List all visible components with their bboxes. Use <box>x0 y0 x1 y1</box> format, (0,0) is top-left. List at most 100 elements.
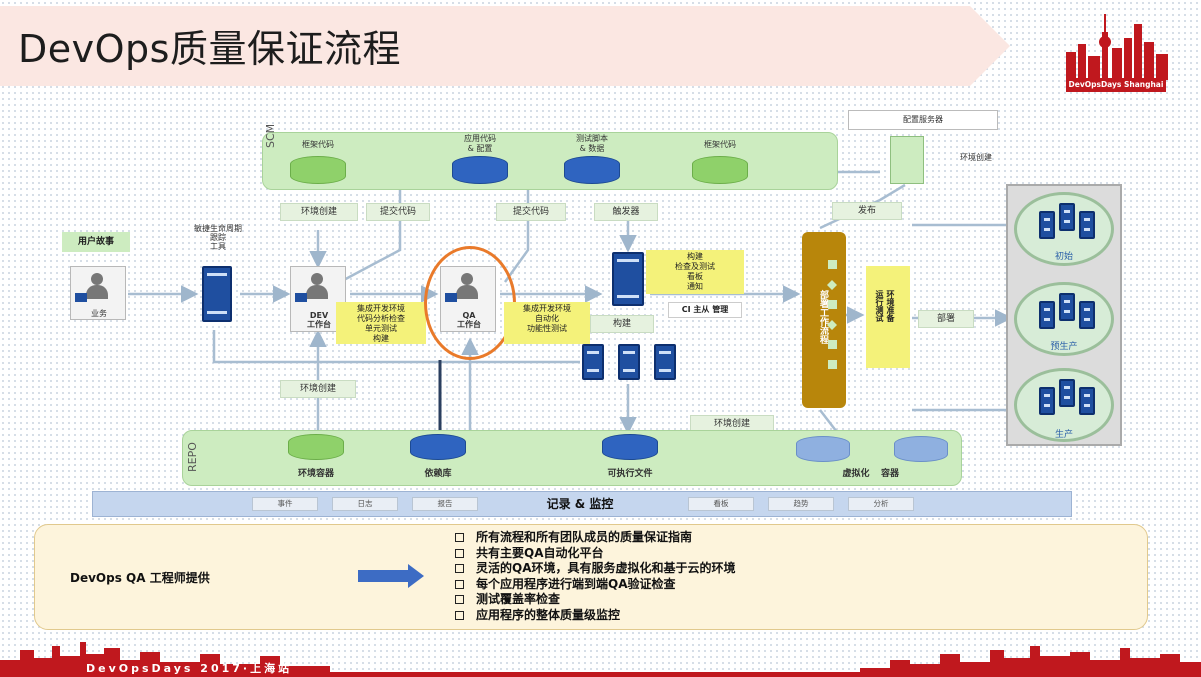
person-body-icon <box>306 285 328 299</box>
dev-tasks-note: 集成开发环境 代码分析检查 单元测试 构建 <box>336 302 426 344</box>
repo-env-container-db-icon <box>288 434 344 460</box>
config-server-label: 配置服务器 <box>848 110 998 130</box>
summary-bullets: 所有流程和所有团队成员的质量保证指南 共有主要QA自动化平台 灵活的QA环境，具… <box>455 530 736 623</box>
scm-item-label: 框架代码 <box>704 140 736 149</box>
trigger-label: 触发器 <box>594 203 658 221</box>
build-tasks-note: 构建 检查及测试 看板 通知 <box>646 250 744 294</box>
repo-item-label: 可执行文件 <box>607 469 653 479</box>
deploy-label: 部署 <box>918 310 974 328</box>
person-icon <box>91 273 103 285</box>
repo-dependency-db-icon <box>410 434 466 460</box>
monitor-icon <box>295 293 307 302</box>
summary-bullet: 测试覆盖率检查 <box>455 592 736 608</box>
checkbox-bullet-icon <box>455 564 464 573</box>
qa-tasks-note: 集成开发环境 自动化 功能性测试 <box>504 302 590 344</box>
build-agent-server-icon <box>618 344 640 380</box>
server-icon <box>1059 293 1075 321</box>
qa-highlight-circle <box>424 246 516 360</box>
shanghai-skyline-logo <box>1066 14 1168 80</box>
scm-framework-db-icon <box>692 156 748 184</box>
env-create-label: 环境创建 <box>280 380 356 398</box>
server-icon <box>1039 387 1055 415</box>
scm-item-label: 框架代码 <box>302 140 334 149</box>
server-icon <box>1079 211 1095 239</box>
logo-caption: DevOpsDays Shanghai <box>1066 78 1166 92</box>
server-icon <box>1039 211 1055 239</box>
repo-container-db-icon <box>894 436 948 462</box>
build-label: 构建 <box>590 315 654 333</box>
scm-test-script-db-icon <box>564 156 620 184</box>
user-story-label: 用户故事 <box>62 232 130 252</box>
page-title: DevOps质量保证流程 <box>18 27 401 71</box>
repo-label: REPO <box>186 442 199 472</box>
server-icon <box>1039 301 1055 329</box>
monitor-icon <box>75 293 87 302</box>
log-tag: 趋势 <box>768 497 834 511</box>
commit-code-label: 提交代码 <box>496 203 566 221</box>
log-tag: 日志 <box>332 497 398 511</box>
deploy-workflow-box <box>802 232 846 408</box>
server-icon <box>1059 379 1075 407</box>
summary-panel <box>34 524 1148 630</box>
person-icon <box>311 273 323 285</box>
server-icon <box>1079 387 1095 415</box>
log-tag: 报告 <box>412 497 478 511</box>
scm-app-code-db-icon <box>452 156 508 184</box>
build-agent-server-icon <box>582 344 604 380</box>
scm-panel <box>262 132 838 190</box>
env-prep-label: 环境准备 运行测试 <box>875 290 895 322</box>
env-name: 生产 <box>1054 430 1073 440</box>
env-initial: 初始 <box>1014 192 1114 266</box>
log-tag: 分析 <box>848 497 914 511</box>
logging-title: 记录 & 监控 <box>546 497 614 511</box>
summary-bullet: 灵活的QA环境，具有服务虚拟化和基于云的环境 <box>455 561 736 577</box>
summary-bullet: 应用程序的整体质量级监控 <box>455 608 736 624</box>
checkbox-bullet-icon <box>455 579 464 589</box>
scm-framework-db-icon <box>290 156 346 184</box>
agile-server-icon <box>202 266 232 322</box>
summary-provider: DevOps QA 工程师提供 <box>70 571 210 585</box>
workflow-steps-icon <box>827 260 837 369</box>
env-production: 生产 <box>1014 368 1114 442</box>
deploy-workflow-label: 部署工作流程 <box>818 290 828 344</box>
repo-item-label: 虚拟化 <box>842 469 870 479</box>
env-prep-box <box>866 266 910 368</box>
log-tag: 事件 <box>252 497 318 511</box>
business-label: 业务 <box>91 309 107 318</box>
repo-item-label: 依赖库 <box>424 469 452 479</box>
scm-label: SCM <box>264 123 277 148</box>
title-band <box>0 6 1010 86</box>
footer-skyline <box>0 642 1201 677</box>
checkbox-bullet-icon <box>455 533 464 542</box>
server-icon <box>1079 301 1095 329</box>
summary-bullet: 所有流程和所有团队成员的质量保证指南 <box>455 530 736 546</box>
checkbox-bullet-icon <box>455 610 464 620</box>
repo-executable-db-icon <box>602 434 658 460</box>
repo-item-label: 环境容器 <box>297 469 334 479</box>
person-body-icon <box>86 285 108 299</box>
scm-item-label: 应用代码 & 配置 <box>464 134 496 153</box>
log-tag: 看板 <box>688 497 754 511</box>
build-agent-server-icon <box>654 344 676 380</box>
dev-label: DEV 工作台 <box>307 311 331 329</box>
env-create-right-label: 环境创建 <box>960 153 992 162</box>
scm-item-label: 测试脚本 & 数据 <box>576 134 608 153</box>
summary-bullet: 每个应用程序进行端到端QA验证检查 <box>455 577 736 593</box>
build-server-icon <box>612 252 644 306</box>
business-workstation: 业务 <box>70 266 126 320</box>
summary-bullet: 共有主要QA自动化平台 <box>455 546 736 562</box>
checkbox-bullet-icon <box>455 548 464 558</box>
env-name: 预生产 <box>1050 342 1078 352</box>
ci-label: CI 主从 管理 <box>668 302 742 318</box>
env-preprod: 预生产 <box>1014 282 1114 356</box>
server-icon <box>1059 203 1075 231</box>
env-name: 初始 <box>1054 252 1073 262</box>
repo-item-label: 容器 <box>880 469 899 479</box>
publish-label: 发布 <box>832 202 902 220</box>
arrow-right-icon <box>358 564 424 588</box>
env-create-label: 环境创建 <box>280 203 358 221</box>
footer-text: DevOpsDays 2017·上海站 <box>86 662 293 675</box>
commit-code-label: 提交代码 <box>366 203 430 221</box>
config-server-icon <box>890 136 924 184</box>
checkbox-bullet-icon <box>455 595 464 604</box>
